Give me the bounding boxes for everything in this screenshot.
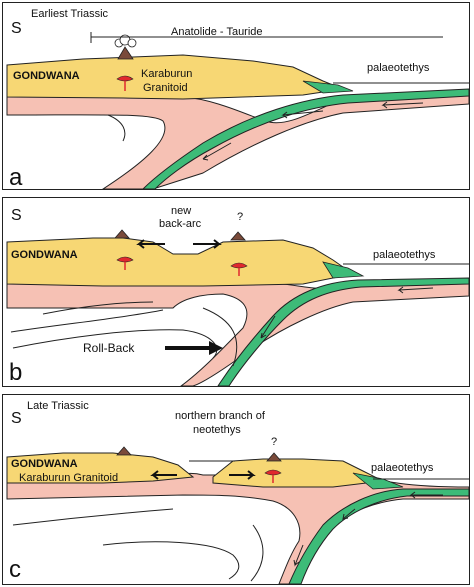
terrane-label: Anatolide - Tauride [171, 26, 263, 38]
slab-arrow-2 [281, 110, 324, 119]
continent-label: GONDWANA [13, 70, 80, 82]
extension-arrow-right [193, 239, 222, 249]
branch-label-1: northern branch of [175, 410, 266, 422]
mantle-flow-arrow-4 [202, 307, 238, 367]
volcano-icon-2 [266, 452, 282, 462]
panel-b: S new back-arc ? GONDWANA palaeotethys R… [2, 197, 470, 387]
continental-crust-left [6, 452, 195, 484]
volcano-icon [116, 446, 132, 456]
granitoid-label-1: Karaburun [141, 68, 192, 80]
magma-chamber-icon [116, 75, 134, 82]
direction-label: S [11, 207, 22, 224]
continental-crust-right [212, 458, 385, 488]
rollback-arrowhead [209, 341, 223, 355]
slab-arrow-2 [342, 508, 356, 521]
magma-chamber-icon-2 [230, 262, 248, 269]
age-label: Earliest Triassic [31, 8, 109, 20]
slab-arrow-1 [381, 101, 424, 109]
question-mark: ? [271, 436, 277, 448]
magma-chamber-icon [264, 469, 282, 476]
accretionary-wedge [322, 261, 365, 279]
direction-label: S [11, 410, 22, 427]
rollback-label: Roll-Back [83, 341, 135, 355]
panel-a: S Earliest Triassic Anatolide - Tauride … [2, 2, 470, 190]
panel-c-diagram: S Late Triassic northern branch of neote… [6, 400, 469, 584]
subducting-slab [217, 277, 469, 386]
extension-arrow-right [229, 470, 256, 480]
panel-letter: c [9, 556, 21, 583]
granitoid-label: Karaburun Granitoid [19, 472, 118, 484]
volcano-icon [114, 229, 130, 239]
ocean-label: palaeotethys [371, 462, 434, 474]
mantle-flow-arrow-3 [42, 301, 154, 315]
panel-a-diagram: S Earliest Triassic Anatolide - Tauride … [6, 8, 469, 190]
magma-chamber-icon [116, 256, 134, 263]
branch-label-2: neotethys [193, 424, 241, 436]
accretionary-wedge [352, 472, 404, 490]
mantle-flow-arrow-1 [12, 508, 174, 526]
ocean-label: palaeotethys [367, 62, 430, 74]
direction-label: S [11, 20, 22, 37]
backarc-label-2: back-arc [159, 218, 202, 230]
slab-arrow-3 [202, 142, 232, 161]
mantle-lithosphere [6, 281, 469, 386]
volcano-icon-2 [230, 231, 246, 241]
continent-label: GONDWANA [11, 249, 78, 261]
mantle-lithosphere [6, 90, 469, 189]
mantle-flow-arrow-1 [10, 309, 164, 333]
continental-crust [6, 237, 355, 287]
age-label: Late Triassic [27, 400, 89, 412]
panel-c: S Late Triassic northern branch of neote… [2, 394, 470, 585]
slab-arrow-3 [293, 544, 304, 567]
ocean-label: palaeotethys [373, 249, 436, 261]
volcano-icon [117, 46, 134, 60]
backarc-label-1: new [171, 205, 191, 217]
asthenosphere-hook [107, 114, 126, 142]
subducting-slab [288, 488, 469, 584]
granitoid-label-2: Granitoid [143, 82, 188, 94]
extension-arrow-left [150, 470, 177, 480]
panel-b-diagram: S new back-arc ? GONDWANA palaeotethys R… [6, 205, 469, 386]
accretionary-wedge [302, 80, 354, 94]
continent-label: GONDWANA [11, 458, 78, 470]
panel-letter: b [9, 359, 22, 386]
mantle-flow-arrow-2 [102, 541, 240, 580]
panel-letter: a [9, 164, 23, 190]
extension-arrow-left [136, 239, 165, 249]
slab-arrow-1 [409, 491, 443, 499]
question-mark: ? [237, 211, 243, 223]
slab-arrow-1 [397, 286, 434, 294]
slab-arrow-2 [260, 315, 276, 339]
mantle-flow-arrow-3 [250, 524, 264, 582]
